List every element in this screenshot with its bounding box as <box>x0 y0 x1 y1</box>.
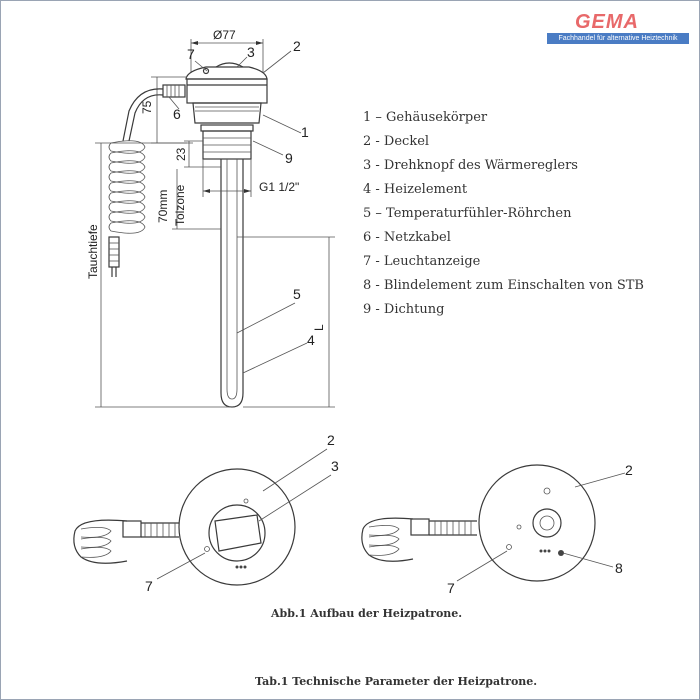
callout-7-left: 7 <box>145 578 153 594</box>
callout-1-top: 1 <box>301 124 309 140</box>
callout-8-right: 8 <box>615 560 623 576</box>
callout-3-left: 3 <box>331 458 339 474</box>
legend-item-6: 6 - Netzkabel <box>363 230 451 245</box>
parts-legend: 1 – Gehäusekörper 2 - Deckel 3 - Drehkno… <box>363 110 644 317</box>
callout-4-top: 4 <box>307 332 315 348</box>
callout-7-top: 7 <box>187 46 195 62</box>
dim-tolzone: Tolzone <box>173 184 187 226</box>
logo-word: GEMA <box>575 11 639 33</box>
callout-2-left: 2 <box>327 432 335 448</box>
dim-23: 23 <box>174 147 188 161</box>
legend-item-3: 3 - Drehknopf des Wärmereglers <box>363 158 578 173</box>
dim-70mm: 70mm <box>156 190 170 223</box>
callout-5-top: 5 <box>293 286 301 302</box>
power-cable-coil <box>108 84 186 277</box>
top-view-with-blind-element: 2 8 7 <box>361 462 633 596</box>
dim-thread: G1 1/2" <box>259 180 299 194</box>
legend-item-8: 8 - Blindelement zum Einschalten von STB <box>363 278 644 293</box>
logo-tagline: Fachhandel für alternative Heiztechnik <box>547 33 689 44</box>
legend-item-4: 4 - Heizelement <box>363 182 468 197</box>
callout-3-top: 3 <box>247 44 255 60</box>
legend-item-9: 9 - Dichtung <box>363 302 444 317</box>
table-caption: Tab.1 Technische Parameter der Heizpatro… <box>255 675 537 688</box>
dim-length-l: L <box>312 324 326 331</box>
top-view-with-knob: 2 3 7 <box>73 432 339 594</box>
legend-item-1: 1 – Gehäusekörper <box>363 110 488 125</box>
callout-2-top: 2 <box>293 38 301 54</box>
legend-item-7: 7 - Leuchtanzeige <box>363 254 481 269</box>
callout-6-top: 6 <box>173 106 181 122</box>
callout-9-top: 9 <box>285 150 293 166</box>
gema-logo: GEMA Fachhandel für alternative Heiztech… <box>547 11 689 45</box>
callout-7-right: 7 <box>447 580 455 596</box>
legend-item-2: 2 - Deckel <box>363 134 429 149</box>
dim-diameter: Ø77 <box>213 28 236 42</box>
figure-caption: Abb.1 Aufbau der Heizpatrone. <box>270 607 462 620</box>
legend-item-5: 5 – Temperaturfühler-Röhrchen <box>363 206 572 221</box>
callout-2-right: 2 <box>625 462 633 478</box>
cartridge-side-view: Ø77 <box>86 28 335 408</box>
dim-tauchtiefe: Tauchtiefe <box>86 224 100 279</box>
dim-75: 75 <box>140 100 154 114</box>
